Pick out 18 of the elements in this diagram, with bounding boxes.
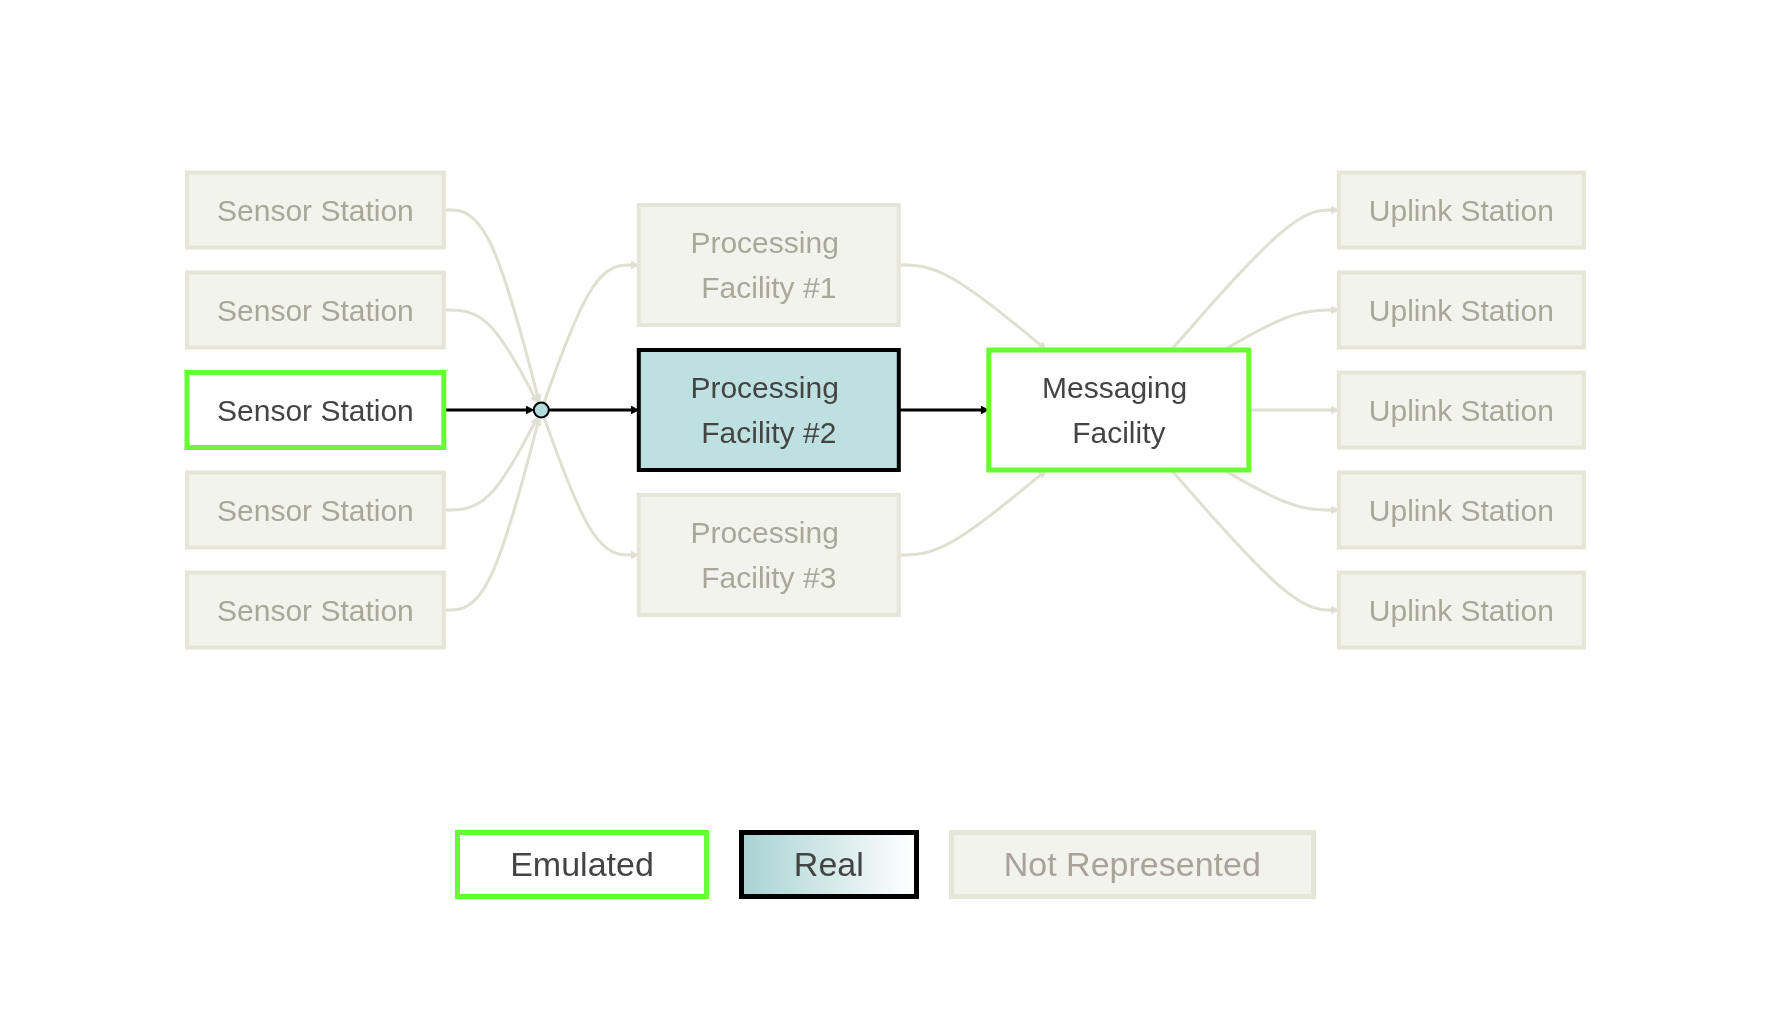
node-box: Uplink Station <box>1336 570 1586 650</box>
node-box: Uplink Station <box>1336 370 1586 450</box>
node-box: Uplink Station <box>1336 470 1586 550</box>
legend-entry: Emulated <box>455 830 709 899</box>
node-box: Sensor Station <box>185 270 446 350</box>
node-box: Sensor Station <box>185 170 446 250</box>
node-ellipse <box>532 401 550 419</box>
node-box: Sensor Station <box>185 470 446 550</box>
node-box: Processing Facility #3 <box>636 493 901 617</box>
node-box: Processing Facility #2 <box>636 348 901 472</box>
node-box: Messaging Facility <box>986 347 1252 473</box>
legend-entry: Real <box>738 830 919 899</box>
node-box: Uplink Station <box>1336 170 1586 250</box>
node-box: Sensor Station <box>184 370 447 450</box>
legend-entry: Not Represented <box>948 830 1316 899</box>
node-box: Uplink Station <box>1336 270 1586 350</box>
node-box: Processing Facility #1 <box>636 203 901 327</box>
node-box: Sensor Station <box>185 570 446 650</box>
